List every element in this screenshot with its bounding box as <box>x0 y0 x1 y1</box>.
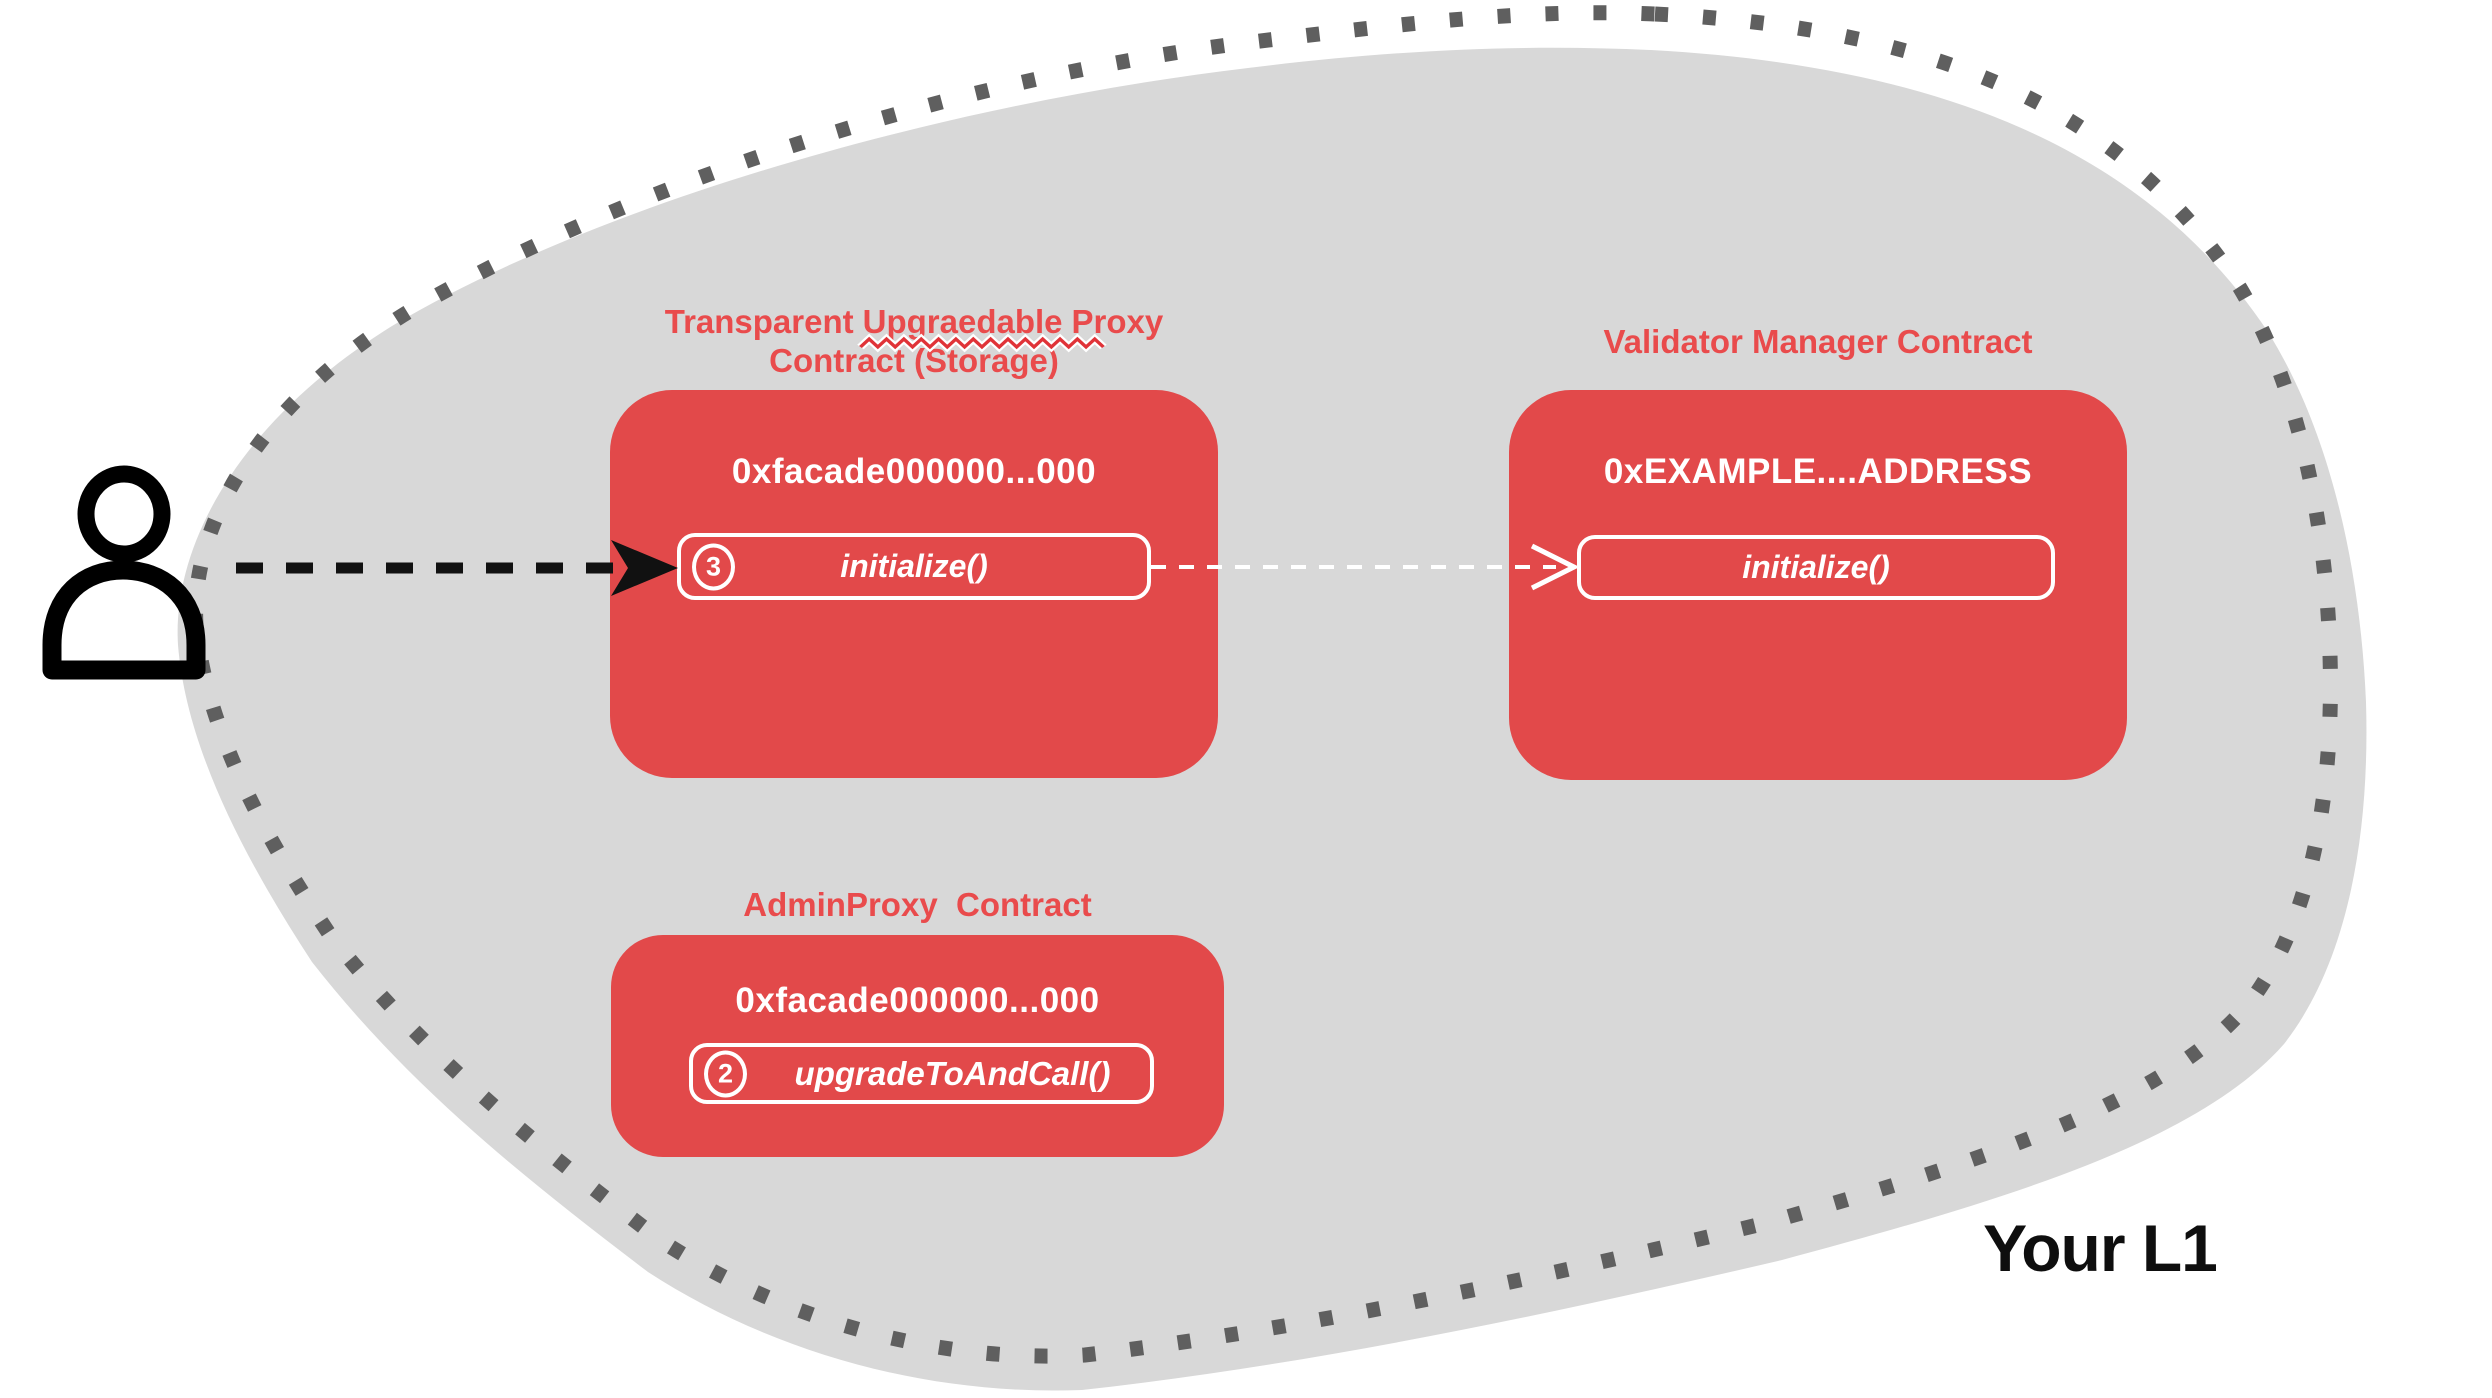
admin-upgrade-label: upgradeToAndCall() <box>794 1054 1111 1092</box>
your-l1-label: Your L1 <box>1983 1211 2218 1285</box>
step-3-badge: 3 <box>692 543 735 590</box>
validator-initialize-button: initialize() <box>1577 535 2055 600</box>
proxy-contract-box: 0xfacade000000...000 3 initialize() <box>610 390 1218 778</box>
validator-contract-address: 0xEXAMPLE....ADDRESS <box>1603 452 2033 491</box>
proxy-title-misspelled-text: Upgraedable <box>862 303 1063 340</box>
admin-proxy-contract-address: 0xfacade000000...000 <box>735 981 1100 1020</box>
proxy-title-word-prefix: Transparent <box>664 303 854 340</box>
proxy-initialize-button: 3 initialize() <box>677 533 1151 600</box>
l1-blob-dotted-border <box>188 5 2338 1364</box>
admin-proxy-contract-box: 0xfacade000000...000 2 upgradeToAndCall(… <box>611 935 1224 1157</box>
proxy-title-misspelled-word: Upgraedable <box>856 302 1107 353</box>
validator-initialize-label: initialize() <box>1742 549 1890 585</box>
spellcheck-squiggle-icon <box>856 333 1107 353</box>
validator-contract-box: 0xEXAMPLE....ADDRESS initialize() <box>1509 390 2127 780</box>
step-2-badge: 2 <box>704 1050 747 1097</box>
admin-proxy-contract-title: AdminProxy Contract <box>743 886 1092 923</box>
proxy-title-word-suffix: Proxy <box>1071 303 1164 340</box>
proxy-initialize-label: initialize() <box>840 548 988 584</box>
admin-upgrade-button: 2 upgradeToAndCall() <box>689 1043 1154 1104</box>
validator-contract-title: Validator Manager Contract <box>1603 323 2033 360</box>
proxy-contract-address: 0xfacade000000...000 <box>731 452 1097 491</box>
